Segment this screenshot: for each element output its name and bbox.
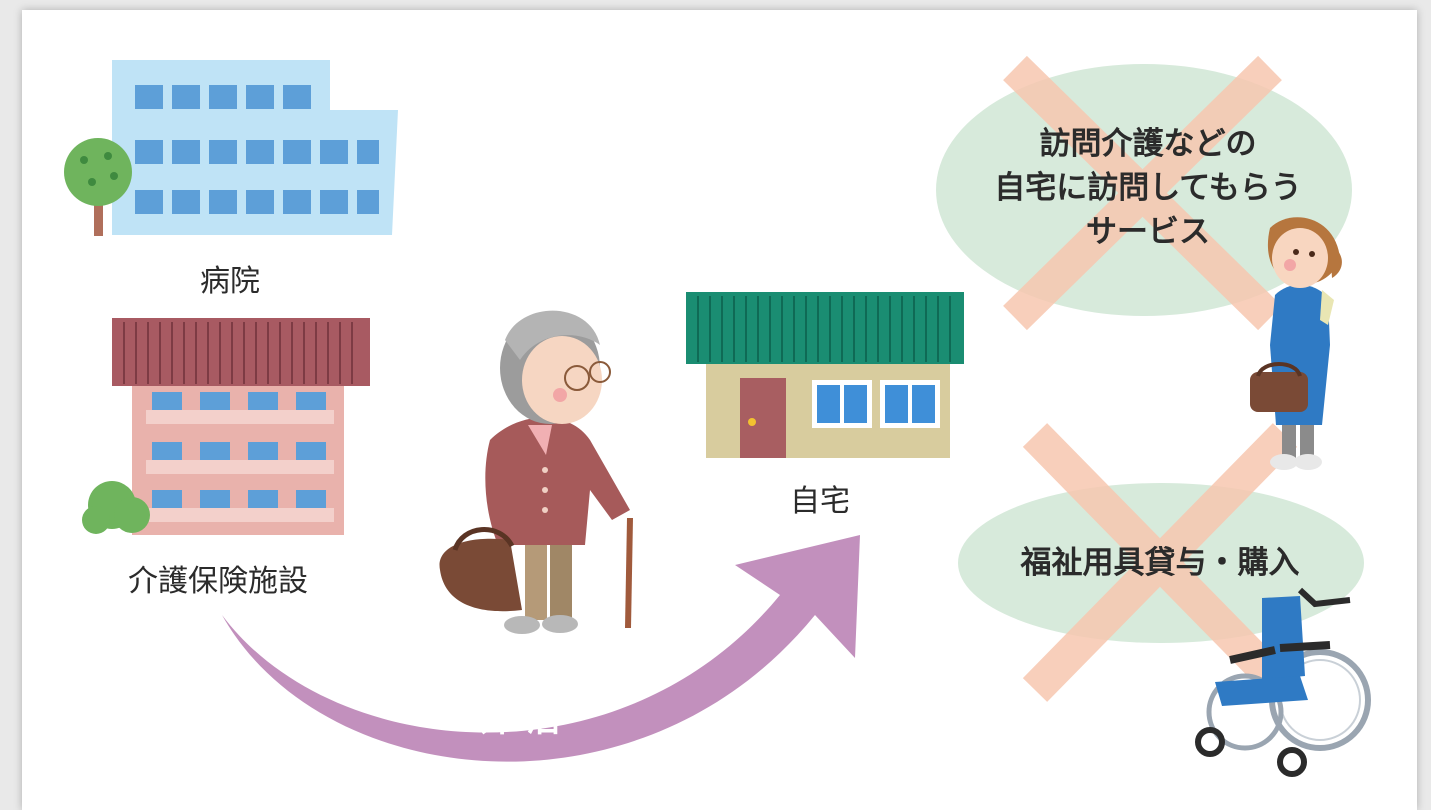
wheelchair-icon — [1195, 587, 1371, 777]
visit-service-line-1: 訪問介護などの — [1039, 126, 1257, 162]
cross-mark-welfare — [1022, 423, 1298, 702]
cross-mark-visit — [1003, 55, 1282, 331]
visit-service-line-2: 自宅に訪問してもらう — [994, 170, 1302, 206]
diagram-scene — [64, 55, 1371, 777]
care-facility-label: 介護保険施設 — [128, 564, 308, 599]
hospital-label: 病院 — [200, 264, 260, 299]
elderly-woman-figure — [439, 310, 633, 634]
visit-service-line-3: サービス — [1086, 214, 1210, 250]
hospital-building — [112, 60, 398, 235]
overnight-label: 外泊 — [480, 700, 572, 740]
tree-icon — [64, 138, 132, 236]
home-building — [686, 292, 964, 458]
visit-service-text: 訪問介護などの 自宅に訪問してもらう サービス — [948, 122, 1348, 254]
care-facility-building — [112, 318, 370, 535]
caregiver-figure — [1250, 217, 1342, 470]
overnight-arrow — [222, 535, 860, 762]
welfare-equipment-text: 福祉用具貸与・購入 — [1020, 545, 1300, 581]
home-label: 自宅 — [790, 484, 850, 519]
bush-icon — [82, 481, 150, 534]
